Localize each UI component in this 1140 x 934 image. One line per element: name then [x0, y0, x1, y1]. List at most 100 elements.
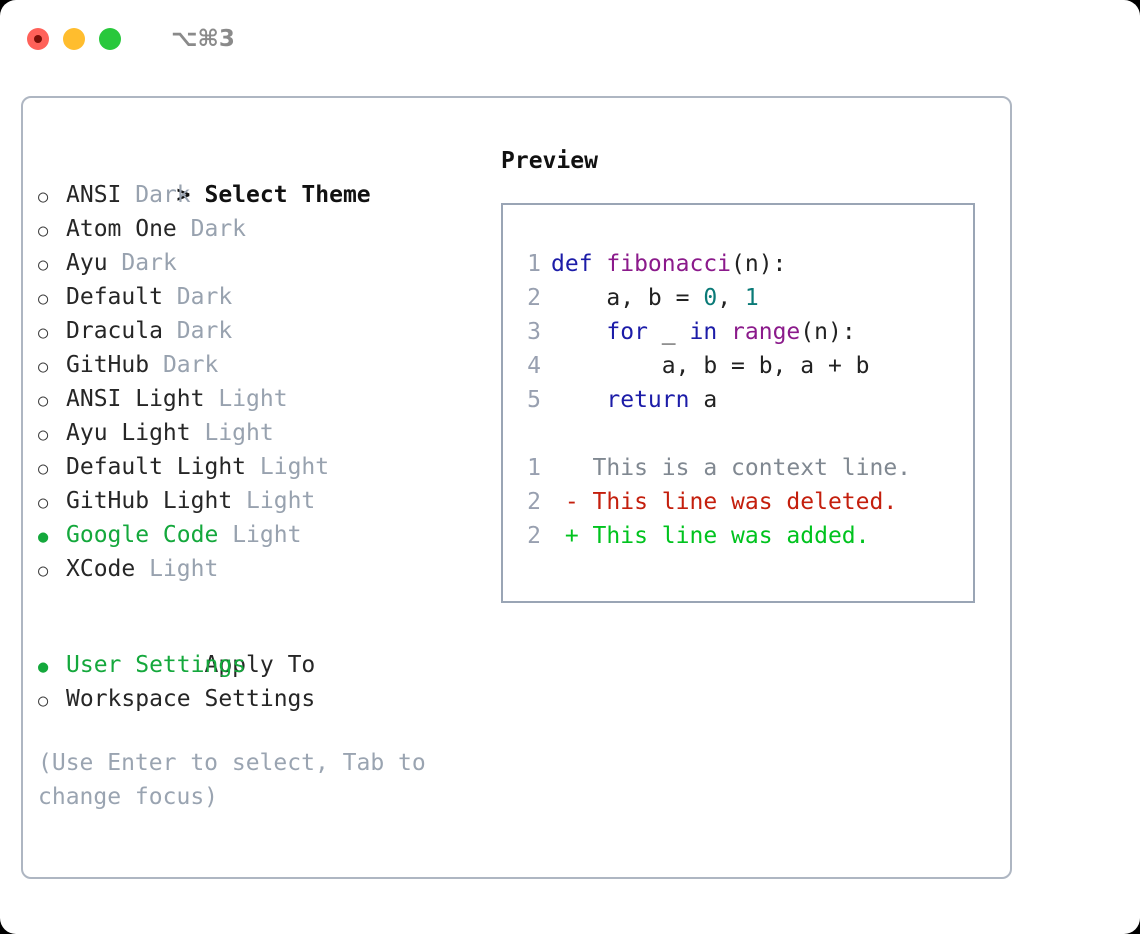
- spacer: [163, 284, 177, 310]
- minimize-button[interactable]: [63, 28, 85, 50]
- shortcut-label: ⌥⌘3: [171, 26, 235, 52]
- code-line: 5 return a: [503, 383, 973, 417]
- code-token: a, b = b, a + b: [551, 353, 870, 379]
- diff-sample: 1 This is a context line.2 - This line w…: [503, 451, 973, 553]
- radio-unselected-icon[interactable]: [38, 348, 66, 384]
- theme-variant: Light: [149, 556, 219, 582]
- spacer: [108, 250, 122, 276]
- radio-unselected-icon[interactable]: [38, 552, 66, 588]
- theme-list-column: Select Theme ANSI DarkAtom One DarkAyu D…: [38, 144, 488, 814]
- apply-to-option-label: Workspace Settings: [66, 686, 316, 712]
- theme-list-item[interactable]: GitHub Dark: [38, 348, 488, 382]
- spacer: [232, 488, 246, 514]
- spacer: [38, 586, 488, 614]
- theme-list-item[interactable]: Atom One Dark: [38, 212, 488, 246]
- theme-list-item[interactable]: ANSI Dark: [38, 178, 488, 212]
- code-line: 2 a, b = 0, 1: [503, 281, 973, 315]
- radio-unselected-icon[interactable]: [38, 382, 66, 418]
- theme-variant: Light: [204, 420, 274, 446]
- theme-variant: Dark: [135, 182, 191, 208]
- line-number: 2: [527, 523, 541, 549]
- apply-to-option[interactable]: Workspace Settings: [38, 682, 488, 716]
- theme-variant: Light: [246, 488, 316, 514]
- radio-selected-icon[interactable]: [38, 518, 66, 554]
- code-token: ,: [717, 285, 745, 311]
- preview-title: Preview: [501, 148, 598, 174]
- spacer: [149, 352, 163, 378]
- theme-list-item[interactable]: ANSI Light Light: [38, 382, 488, 416]
- title-bar: ⌥⌘3: [0, 0, 1140, 78]
- code-token: return: [551, 387, 704, 413]
- theme-list-item[interactable]: Default Light Light: [38, 450, 488, 484]
- maximize-button[interactable]: [99, 28, 121, 50]
- line-number: 3: [527, 319, 541, 345]
- spacer: [503, 417, 973, 451]
- line-number: 2: [527, 285, 541, 311]
- theme-list-item[interactable]: Dracula Dark: [38, 314, 488, 348]
- apply-to-header-label: Apply To: [204, 652, 316, 678]
- code-token: def: [551, 251, 607, 277]
- theme-name: GitHub: [66, 352, 150, 378]
- apply-to-option[interactable]: User Settings: [38, 648, 488, 682]
- theme-name: Dracula: [66, 318, 163, 344]
- theme-name: Google Code: [66, 522, 219, 548]
- radio-unselected-icon[interactable]: [38, 314, 66, 350]
- line-number: 2: [527, 489, 541, 515]
- diff-line: 2 - This line was deleted.: [503, 485, 973, 519]
- theme-list-item[interactable]: Default Dark: [38, 280, 488, 314]
- spacer: [135, 556, 149, 582]
- theme-variant: Dark: [121, 250, 177, 276]
- radio-unselected-icon[interactable]: [38, 416, 66, 452]
- diff-line-text: + This line was added.: [551, 523, 870, 549]
- spacer: [163, 318, 177, 344]
- theme-list-item[interactable]: Ayu Dark: [38, 246, 488, 280]
- theme-name: ANSI Light: [66, 386, 205, 412]
- code-token: (n):: [731, 251, 787, 277]
- close-button[interactable]: [27, 28, 49, 50]
- spacer: [246, 454, 260, 480]
- radio-unselected-icon[interactable]: [38, 280, 66, 316]
- code-token: in: [689, 319, 732, 345]
- radio-unselected-icon[interactable]: [38, 682, 66, 718]
- code-token: for: [551, 319, 662, 345]
- theme-name: GitHub Light: [66, 488, 233, 514]
- diff-line-text: - This line was deleted.: [551, 489, 898, 515]
- theme-variant: Dark: [190, 216, 247, 242]
- theme-name: Ayu: [66, 250, 108, 276]
- theme-list-item[interactable]: Ayu Light Light: [38, 416, 488, 450]
- radio-selected-icon[interactable]: [38, 648, 66, 684]
- diff-line: 2 + This line was added.: [503, 519, 973, 553]
- theme-list-item[interactable]: GitHub Light Light: [38, 484, 488, 518]
- theme-list-item[interactable]: XCode Light: [38, 552, 488, 586]
- radio-unselected-icon[interactable]: [38, 178, 66, 214]
- radio-unselected-icon[interactable]: [38, 246, 66, 282]
- code-token: a, b =: [551, 285, 704, 311]
- code-token: a: [703, 387, 718, 413]
- spacer: [204, 386, 218, 412]
- keyboard-hint: (Use Enter to select, Tab to change focu…: [38, 750, 440, 810]
- spacer: [177, 216, 191, 242]
- diff-line: 1 This is a context line.: [503, 451, 973, 485]
- apply-to-options[interactable]: User SettingsWorkspace Settings: [38, 648, 488, 716]
- spacer: [218, 522, 232, 548]
- traffic-lights: [27, 28, 121, 50]
- diff-line-text: This is a context line.: [551, 455, 912, 481]
- theme-variant: Dark: [162, 352, 219, 378]
- theme-list-item[interactable]: Google Code Light: [38, 518, 488, 552]
- radio-unselected-icon[interactable]: [38, 450, 66, 486]
- spacer: [191, 420, 205, 446]
- code-line: 3 for _ in range(n):: [503, 315, 973, 349]
- theme-name: XCode: [66, 556, 136, 582]
- radio-unselected-icon[interactable]: [38, 212, 66, 248]
- select-theme-header: Select Theme: [38, 144, 488, 208]
- code-token: (n):: [800, 319, 856, 345]
- theme-list[interactable]: ANSI DarkAtom One DarkAyu DarkDefault Da…: [38, 178, 488, 586]
- select-theme-header-label: Select Theme: [204, 182, 371, 208]
- line-number: 1: [527, 455, 541, 481]
- line-number: 1: [527, 251, 541, 277]
- apply-to-option-label: User Settings: [66, 652, 247, 678]
- radio-unselected-icon[interactable]: [38, 484, 66, 520]
- code-token: range: [731, 319, 801, 345]
